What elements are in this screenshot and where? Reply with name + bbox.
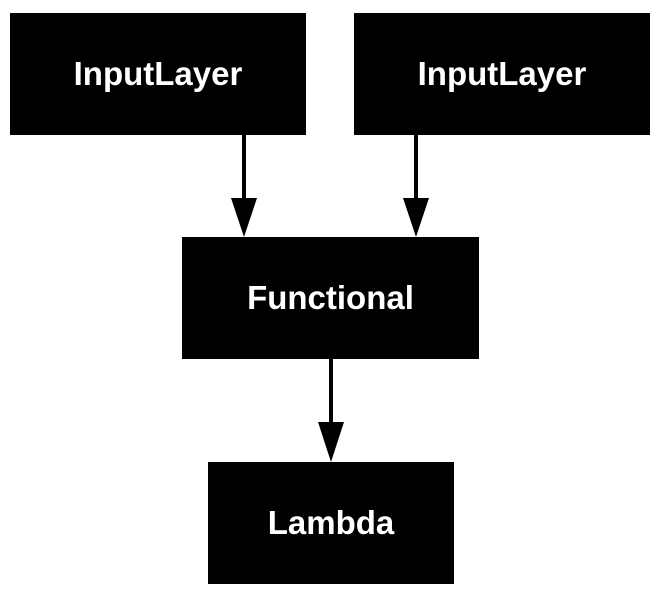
- functional-node: Functional: [182, 237, 479, 359]
- input-layer-node-1: InputLayer: [10, 13, 306, 135]
- edge-functional-to-lambda: [318, 359, 344, 462]
- lambda-label: Lambda: [267, 504, 395, 541]
- input-layer-label-2: InputLayer: [417, 55, 587, 92]
- lambda-node: Lambda: [208, 462, 454, 584]
- edge-input-1-to-functional: [231, 135, 257, 237]
- input-layer-node-2: InputLayer: [354, 13, 650, 135]
- input-layer-label-1: InputLayer: [73, 55, 243, 92]
- functional-label: Functional: [247, 279, 414, 316]
- edge-input-2-to-functional: [403, 135, 429, 237]
